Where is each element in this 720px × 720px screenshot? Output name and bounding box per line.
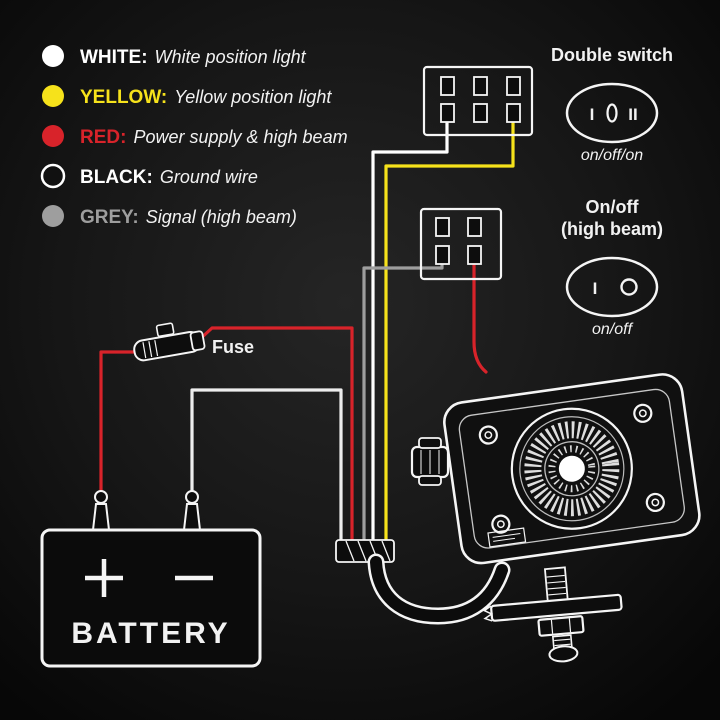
double-switch-caption: on/off/on [581,147,643,164]
connector-pin [506,103,521,123]
legend-item-yellow: YELLOW:Yellow position light [80,87,332,108]
connector-pin [467,245,482,265]
led-center-glow [558,455,585,482]
double-switch-body [565,82,659,144]
bolt-center [484,431,493,439]
yellow-dot-icon [42,85,64,107]
hex-facet [568,618,572,633]
battery-label: BATTERY [71,617,230,650]
knob-cap-bottom [418,475,442,486]
connector-pin [435,245,450,265]
dome-nut [548,645,579,663]
high-beam-switch: On/off (high beam) I on/off [561,197,663,338]
double-switch: Double switch I II on/off/on [551,45,673,164]
double-switch-mark-on1: I [590,105,595,124]
yellow-position-wire [384,120,515,544]
fuse-tab [155,322,175,338]
wires [99,120,515,544]
thread-line [554,638,571,642]
mount-stud [543,566,569,604]
high-beam-switch-title-line1: On/off [586,197,640,217]
off-position-mark-icon [620,278,638,296]
terminal-ring [185,490,199,504]
sticker-line [493,537,516,542]
hex-nut [537,615,585,637]
harness [335,539,511,625]
legend-item-grey: GREY:Signal (high beam) [80,207,297,228]
grey-dot-icon [42,205,64,227]
battery-terminal-negative [182,503,202,531]
connector-6pin [422,65,534,137]
bolt-center [496,520,505,529]
wrap-hatch [357,540,367,562]
legend-item-red: RED:Power supply & high beam [80,127,348,148]
fuse-ridge [154,340,159,357]
legend: WHITE:White position light YELLOW:Yellow… [40,45,348,228]
white-position-wire [371,120,449,544]
spec-sticker [487,527,527,548]
knob-cap-top [418,437,442,449]
thread-line [546,574,565,578]
connector-housing [419,207,503,281]
thread-line [547,586,566,590]
bolt-icon [633,403,653,423]
bolt-icon [491,514,511,534]
fan-fins-icon [524,421,620,517]
thread-line [554,643,571,647]
bolt-center [638,409,647,418]
off-position-mark-icon [606,103,618,123]
thread-line [548,592,567,596]
bolt-icon [478,425,498,445]
connector-pin [435,217,450,237]
mount-bracket [482,566,623,663]
white-dot-icon [42,45,64,67]
red-dot-icon [42,125,64,147]
light-housing-inner [458,388,685,549]
high-beam-switch-body [565,256,659,318]
connector-4pin [419,207,503,281]
double-switch-mark-on2: II [628,105,637,124]
double-switch-title: Double switch [551,45,673,65]
sticker-line [492,533,521,538]
black-dot-icon [40,163,66,189]
harness-tube [370,556,508,623]
wrap-hatch [345,540,355,562]
high-beam-switch-mark-on: I [593,279,598,298]
connector-pin [440,76,455,96]
fuse-cap [189,330,206,352]
battery: BATTERY [40,490,262,668]
wrap-hatch [381,540,391,562]
led-glow-spikes [548,445,596,493]
connector-pin [440,103,455,123]
hex-facet [550,619,554,634]
high-beam-switch-caption: on/off [592,321,634,338]
thread-line [547,580,566,584]
battery-body [40,528,262,668]
grey-signal-wire [362,262,444,544]
mount-knob [410,437,450,486]
fuse-ridge [148,341,153,358]
connector-pin [506,76,521,96]
legend-item-black: BLACK:Ground wire [80,167,258,188]
legend-item-white: WHITE:White position light [80,47,307,68]
ground-wire [190,388,343,544]
bolt-center [651,498,660,507]
battery-terminal-positive [91,503,111,531]
high-beam-switch-title-line2: (high beam) [561,219,663,239]
connector-pin [467,217,482,237]
fan-ring-outer [510,407,633,530]
bracket-break [482,605,494,622]
connector-housing [422,65,534,137]
red-switch-wire [472,262,488,374]
connector-pin [473,103,488,123]
terminal-ring [94,490,108,504]
fan-ring [519,416,625,522]
fuse-ridge [142,342,147,359]
fan-ring-inner [544,441,600,497]
led-light-unit [443,373,701,565]
fuse-label: Fuse [212,337,254,357]
fuse: Fuse [133,322,254,362]
connector-pin [473,76,488,96]
bolt-icon [645,492,665,513]
